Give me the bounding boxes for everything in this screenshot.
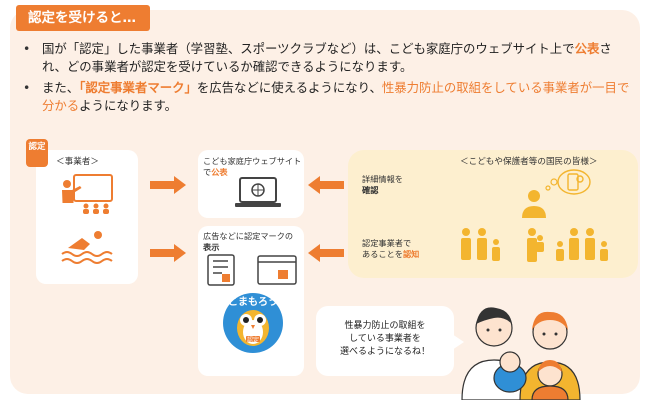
person-checking-icon — [522, 169, 591, 218]
speech-bubble-text: 性暴力防止の取組を している事業者を 選べるようになるね！ — [316, 320, 454, 359]
mascot-name: こまもろう — [228, 297, 278, 308]
arrow-left-icon — [308, 244, 344, 262]
bullet-item-1: 国が「認定」した事業者（学習塾、スポーツクラブなど）は、こども家庭庁のウェブサイ… — [20, 40, 630, 76]
bubble-line-2: している事業者を — [349, 334, 421, 344]
know-label: 認定事業者で — [362, 238, 412, 248]
mascot-badge: 認定 — [246, 337, 259, 344]
bullet2-text-e: ようになります。 — [79, 98, 178, 113]
speech-bubble: 性暴力防止の取組を している事業者を 選べるようになるね！ — [316, 306, 464, 376]
owl-mascot-icon — [223, 293, 283, 353]
bullet2-text-a: また、 — [42, 80, 80, 95]
arrow-left-icon — [308, 176, 344, 194]
arrow-right-icon — [150, 244, 186, 262]
section-tag: 認定を受けると… — [16, 5, 150, 31]
families-icon — [461, 228, 608, 262]
bubble-line-3: 選べるようになるね！ — [339, 347, 430, 357]
bullet1-highlight: 公表 — [574, 41, 600, 56]
bullet1-text-c: され、どの事業者が認定を受けているか確認できるようになります。 — [42, 41, 612, 74]
website-suffix: で — [203, 167, 212, 177]
swimmer-icon — [61, 231, 113, 264]
website-published: で公表 — [203, 167, 228, 178]
bullet-list: 国が「認定」した事業者（学習塾、スポーツクラブなど）は、こども家庭庁のウェブサイ… — [20, 40, 630, 118]
website-highlight: 公表 — [211, 167, 228, 177]
auth-badge: 認定 — [26, 139, 48, 167]
public-label: ＜こどもや保護者等の国民の皆様＞ — [460, 157, 598, 167]
teacher-icon — [62, 174, 113, 214]
family-illustration-icon — [461, 307, 581, 400]
detail-label: 詳細情報を — [362, 174, 403, 184]
know-text: あることを — [362, 249, 403, 259]
bullet2-prevention-highlight: 性暴力防止の取組をしている事業者が一目で分かる — [42, 80, 630, 113]
know-highlight: 認知 — [402, 249, 420, 259]
website-label: こども家庭庁ウェブサイト — [203, 156, 302, 166]
bubble-line-1: 性暴力防止の取組を — [344, 321, 426, 331]
bullet-item-2: また、「認定事業者マーク」を広告などに使えるようになり、性暴力防止の取組をしてい… — [20, 79, 630, 115]
business-card — [36, 150, 138, 284]
arrow-right-icon — [150, 176, 186, 194]
know-label-line2: あることを認知 — [362, 249, 419, 260]
bullet2-mark-highlight: 「認定事業者マーク」 — [79, 80, 197, 95]
advertisement-icon — [207, 254, 297, 286]
detail-highlight: 確認 — [362, 185, 379, 195]
bullet2-text-c: を広告などに使えるようになり、 — [196, 80, 382, 95]
business-label: ＜事業者＞ — [56, 157, 99, 167]
bullet1-text-a: 国が「認定」した事業者（学習塾、スポーツクラブなど）は、こども家庭庁のウェブサイ… — [42, 41, 575, 56]
mark-highlight: 表示 — [203, 242, 220, 252]
laptop-icon — [235, 177, 281, 207]
mark-label: 広告などに認定マークの — [203, 231, 294, 241]
